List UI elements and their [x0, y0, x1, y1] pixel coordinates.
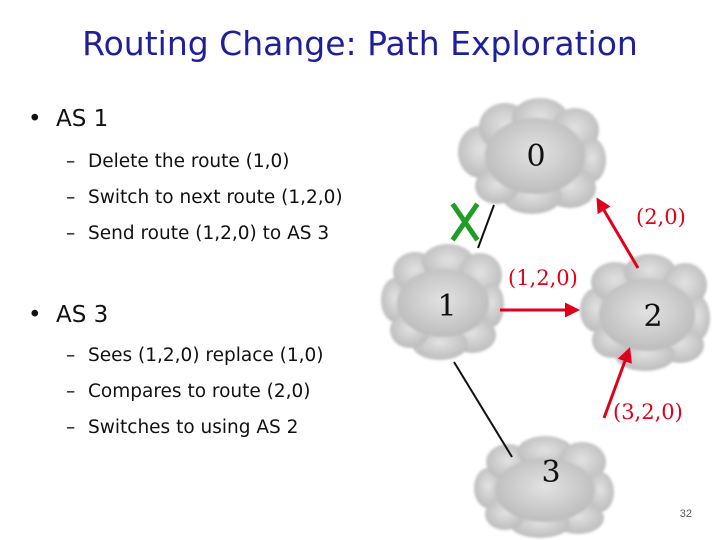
cloud-as0	[458, 98, 606, 214]
slide-title: Routing Change: Path Exploration	[82, 24, 638, 63]
as3-heading: AS 3	[56, 302, 109, 328]
as1-heading: AS 1	[56, 106, 109, 132]
link-as0-as1	[477, 204, 495, 249]
node-label-as1: 1	[437, 289, 456, 324]
arrow-as3-to-as2	[602, 347, 632, 419]
as1-item-1: –Delete the route (1,0)	[66, 151, 290, 172]
as3-item-1: –Sees (1,2,0) replace (1,0)	[66, 345, 324, 366]
bullet-as3: • AS 3	[28, 302, 108, 328]
cloud-as3	[474, 436, 614, 538]
edge-label-1-2-0: (1,2,0)	[508, 266, 578, 290]
as1-item-2: –Switch to next route (1,2,0)	[66, 187, 343, 208]
node-label-as0: 0	[526, 139, 545, 174]
link-as1-as3	[453, 361, 513, 458]
cloud-as1	[381, 244, 504, 360]
node-label-as2: 2	[643, 299, 662, 334]
arrow-as2-to-as0	[596, 197, 640, 269]
as3-item-2: –Compares to route (2,0)	[66, 381, 311, 402]
cloud-as2	[580, 254, 710, 371]
as1-item-3: –Send route (1,2,0) to AS 3	[66, 223, 330, 244]
as3-item-3: –Switches to using AS 2	[66, 417, 299, 438]
edge-label-3-2-0: (3,2,0)	[613, 400, 683, 424]
page-number: 32	[679, 508, 692, 520]
bullet-dot: •	[28, 302, 42, 328]
node-label-as3: 3	[541, 455, 560, 490]
edge-label-2-0: (2,0)	[636, 205, 686, 229]
bullet-dot: •	[28, 106, 42, 132]
withdrawn-link-cross-icon	[450, 202, 480, 242]
bullet-as1: • AS 1	[28, 106, 108, 132]
